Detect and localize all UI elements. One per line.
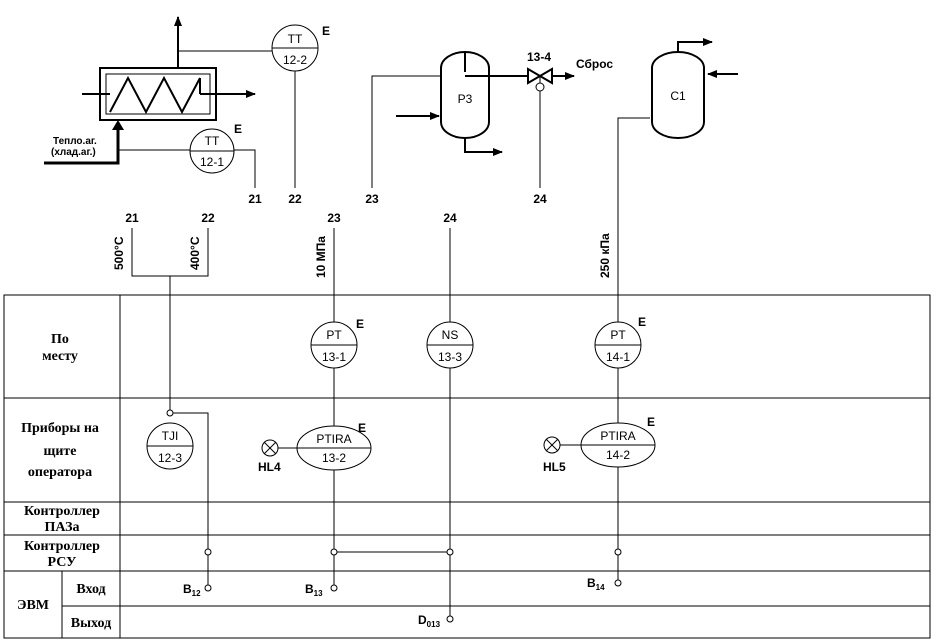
signal-d013: D013 (418, 613, 441, 629)
limit-22: 400°C (188, 236, 202, 270)
svg-text:E: E (356, 317, 364, 331)
svg-text:13-2: 13-2 (322, 451, 346, 465)
svg-text:13-3: 13-3 (438, 350, 462, 364)
rsu-node-14 (614, 548, 622, 556)
svg-text:13-1: 13-1 (322, 350, 346, 364)
svg-text:E: E (234, 122, 242, 136)
svg-text:PT: PT (610, 328, 626, 342)
instrument-tt-12-2: TT 12-2 E (271, 24, 330, 72)
row-label-local-2: месту (42, 349, 78, 364)
lamp-hl4: HL4 (258, 439, 281, 474)
svg-text:PTIRA: PTIRA (600, 429, 635, 443)
row-label-input: Вход (76, 582, 105, 597)
lamp-hl5: HL5 (543, 436, 566, 474)
svg-text:PT: PT (326, 328, 342, 342)
row-label-evm: ЭВМ (17, 598, 49, 613)
svg-text:HL4: HL4 (258, 460, 281, 474)
column-c1: С1 (651, 51, 705, 139)
row-label-panel: Приборы на (21, 421, 99, 436)
instrument-tji-12-3: TJI 12-3 (146, 422, 194, 470)
input-terminal-b14 (614, 579, 622, 587)
limit-23: 10 МПа (314, 236, 328, 278)
instrument-pt-14-1: PT 14-1 E (594, 315, 646, 369)
heat-exchanger (82, 67, 256, 121)
separator-p3: Р3 (440, 51, 490, 139)
svg-text:E: E (638, 315, 646, 329)
row-label-output: Выход (71, 616, 111, 631)
instrument-pt-13-1: PT 13-1 E (310, 317, 364, 369)
svg-text:HL5: HL5 (543, 460, 566, 474)
valve-13-4: 13-4 (527, 50, 553, 92)
rsu-node-13-3 (446, 548, 454, 556)
exchanger-inlet-label-2: (хлад.аг.) (51, 147, 96, 158)
rsu-node-12 (204, 548, 212, 556)
row-label-panel-3: оператора (28, 465, 92, 480)
svg-text:E: E (358, 421, 366, 435)
svg-text:PTIRA: PTIRA (316, 432, 351, 446)
svg-text:14-1: 14-1 (606, 350, 630, 364)
row-label-paz: Контроллер (24, 504, 100, 519)
svg-text:С1: С1 (670, 89, 686, 103)
junction-node (166, 409, 174, 417)
instrument-ptira-14-2: PTIRA 14-2 E (580, 415, 656, 468)
svg-text:14-2: 14-2 (606, 448, 630, 462)
instrument-ptira-13-2: PTIRA 13-2 E (296, 421, 372, 471)
exchanger-inlet-line (44, 128, 120, 165)
line-number-23-top: 23 (365, 192, 379, 206)
line-number-22-top: 22 (288, 192, 302, 206)
row-label-paz-2: ПАЗа (44, 520, 79, 535)
row-label-rsu: Контроллер (24, 539, 100, 554)
signal-b13: B13 (305, 582, 323, 598)
line-number-23-bottom: 23 (327, 211, 341, 225)
input-terminal-b13 (330, 584, 338, 592)
input-terminal-b12 (204, 584, 212, 592)
svg-text:TT: TT (288, 32, 303, 46)
signal-b12: B12 (183, 582, 201, 598)
limit-21: 500°C (112, 236, 126, 270)
svg-text:Р3: Р3 (458, 92, 473, 106)
svg-text:12-3: 12-3 (158, 451, 182, 465)
limit-14: 250 кПа (598, 233, 612, 278)
line-number-22-bottom: 22 (201, 211, 215, 225)
svg-text:E: E (647, 415, 655, 429)
instrument-ns-13-3: NS 13-3 (426, 321, 474, 369)
exchanger-inlet-arrow (112, 120, 124, 130)
svg-text:E: E (322, 24, 330, 38)
line-number-21-top: 21 (248, 192, 262, 206)
row-label-local: По (51, 332, 69, 347)
line-number-24-bottom: 24 (443, 211, 457, 225)
svg-text:TJI: TJI (162, 429, 179, 443)
row-label-rsu-2: РСУ (48, 555, 77, 570)
output-terminal-d013 (446, 615, 454, 623)
signal-b14: B14 (587, 576, 605, 592)
svg-text:TT: TT (205, 134, 220, 148)
svg-text:12-2: 12-2 (283, 53, 307, 67)
table-grid (3, 294, 931, 639)
svg-text:NS: NS (442, 328, 459, 342)
line-number-24-top: 24 (533, 192, 547, 206)
rsu-node-13 (330, 548, 338, 556)
line-number-21-bottom: 21 (125, 211, 139, 225)
discard-label: Сброс (576, 57, 613, 71)
instrument-tt-12-1: TT 12-1 E (189, 122, 242, 174)
svg-text:12-1: 12-1 (200, 155, 224, 169)
exchanger-inlet-label: Тепло.аг. (53, 136, 97, 147)
svg-text:13-4: 13-4 (527, 50, 551, 64)
row-label-panel-2: щите (44, 444, 77, 459)
